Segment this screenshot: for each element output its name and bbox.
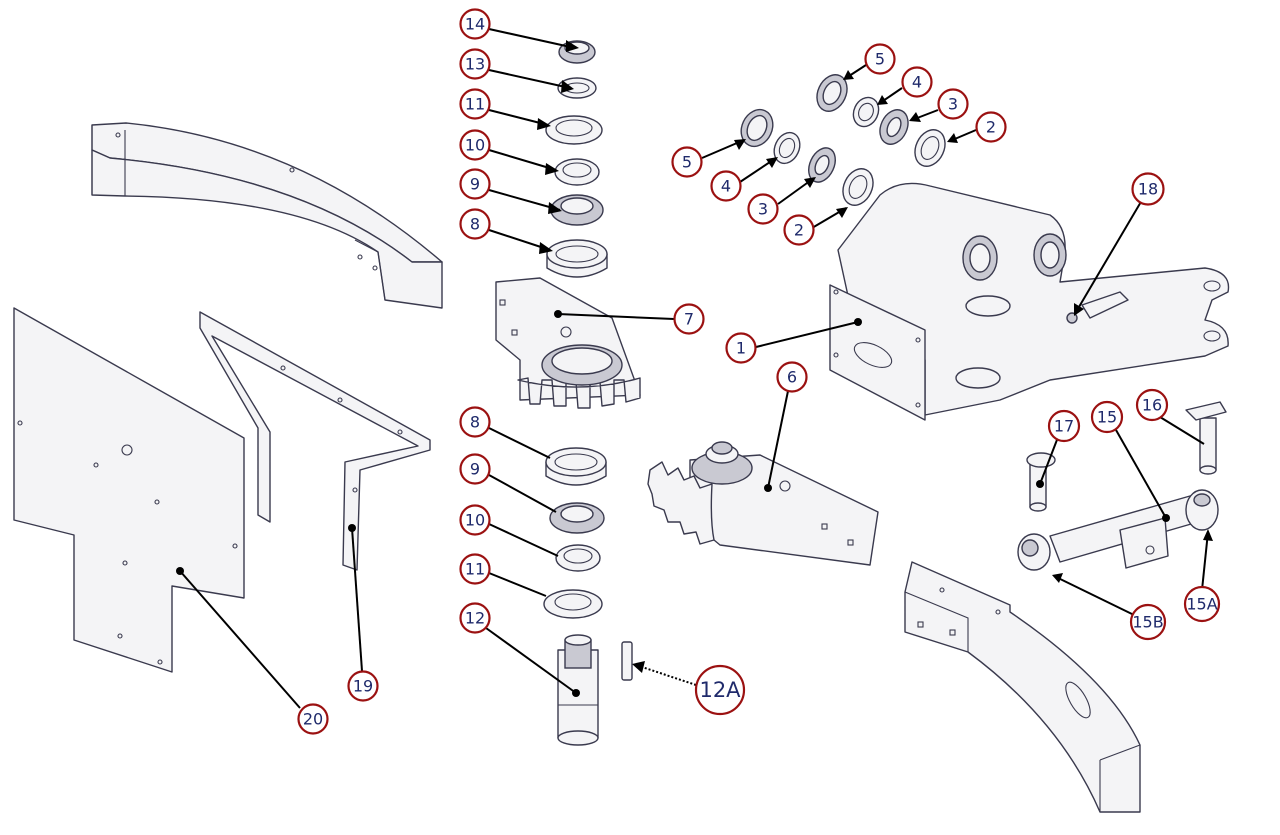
bearing-race-part-2-left [842,168,874,206]
callout-2-left: 2 [783,214,815,246]
callout-3-left: 3 [747,193,779,225]
washer-part-11-lower [543,589,603,619]
callout-9-upper: 9 [459,168,491,200]
callout-15a: 15A [1183,585,1221,623]
svg-text:12: 12 [465,609,485,628]
plate-part-20 [13,307,245,673]
callout-4-right: 4 [901,66,933,98]
svg-text:5: 5 [682,153,692,172]
svg-text:18: 18 [1138,180,1158,199]
callout-19: 19 [347,670,379,702]
lower-right-arm [904,561,1141,813]
callout-20: 20 [297,703,329,735]
bearing-cone-part-3-right [879,109,909,145]
key-part-12a [621,641,633,681]
svg-text:2: 2 [794,221,804,240]
callout-3-right: 3 [937,88,969,120]
callout-11-upper: 11 [459,88,491,120]
callout-2-right: 2 [975,111,1007,143]
svg-text:17: 17 [1054,417,1074,436]
callout-18: 18 [1131,172,1165,206]
leader-dots [176,40,1213,697]
svg-text:20: 20 [303,710,323,729]
svg-text:11: 11 [465,95,485,114]
svg-text:9: 9 [470,175,480,194]
pin-part-16 [1185,401,1227,475]
callout-12: 12 [459,602,491,634]
washer-part-11-upper [545,115,603,145]
callout-6: 6 [776,361,808,393]
svg-text:8: 8 [470,413,480,432]
svg-text:5: 5 [875,50,885,69]
svg-text:15: 15 [1097,408,1117,427]
svg-text:19: 19 [353,677,373,696]
svg-text:10: 10 [465,511,485,530]
svg-text:8: 8 [470,215,480,234]
seal-part-5-right [816,74,848,112]
svg-text:9: 9 [470,460,480,479]
bearing-cup-part-4-right [852,96,880,128]
bearing-cup-part-10-upper [554,158,600,186]
svg-text:6: 6 [787,368,797,387]
callout-5-right: 5 [864,43,896,75]
svg-text:15A: 15A [1186,595,1217,614]
svg-text:15B: 15B [1132,613,1163,632]
bearing-cone-part-3-left [808,147,836,183]
svg-text:2: 2 [986,118,996,137]
snap-ring-part-13 [557,77,597,99]
svg-text:13: 13 [465,55,485,74]
callout-8-upper: 8 [459,208,491,240]
svg-text:3: 3 [758,200,768,219]
main-frame-part-1 [829,182,1230,421]
bearing-cup-part-10-lower [555,544,601,572]
cylinder-part-15 [1017,489,1219,571]
callout-5-left: 5 [671,146,703,178]
callout-17: 17 [1047,409,1081,443]
seal-part-14 [558,40,596,64]
seal-part-5-left [740,108,774,148]
callout-15: 15 [1090,400,1124,434]
svg-text:10: 10 [465,136,485,155]
svg-text:12A: 12A [699,678,741,702]
svg-text:4: 4 [721,177,731,196]
callout-1: 1 [725,332,757,364]
callout-9-lower: 9 [459,453,491,485]
svg-text:7: 7 [684,310,694,329]
bearing-cup-part-4-left [773,131,801,165]
callout-10-lower: 10 [459,504,491,536]
callout-8-lower: 8 [459,406,491,438]
svg-text:14: 14 [465,15,485,34]
callout-15b: 15B [1129,603,1167,641]
callout-14: 14 [459,8,491,40]
svg-text:4: 4 [912,73,922,92]
bearing-race-part-8-upper [546,239,608,278]
upper-left-arm [91,122,443,309]
callout-10-upper: 10 [459,129,491,161]
gear-bracket-part-7 [495,277,641,409]
callout-16: 16 [1135,388,1169,422]
bearing-cone-part-9-lower [549,502,605,534]
callout-7: 7 [673,303,705,335]
svg-text:16: 16 [1142,396,1162,415]
bearing-race-part-2-right [914,129,946,167]
callout-4-left: 4 [710,170,742,202]
svg-text:11: 11 [465,560,485,579]
svg-text:1: 1 [736,339,746,358]
steering-arm-part-6 [647,441,879,566]
bracket-part-19 [199,311,431,571]
callout-13: 13 [459,48,491,80]
svg-text:3: 3 [948,95,958,114]
bearing-race-part-8-lower [545,447,607,486]
callout-12a: 12A [694,664,746,716]
callout-11-lower: 11 [459,553,491,585]
